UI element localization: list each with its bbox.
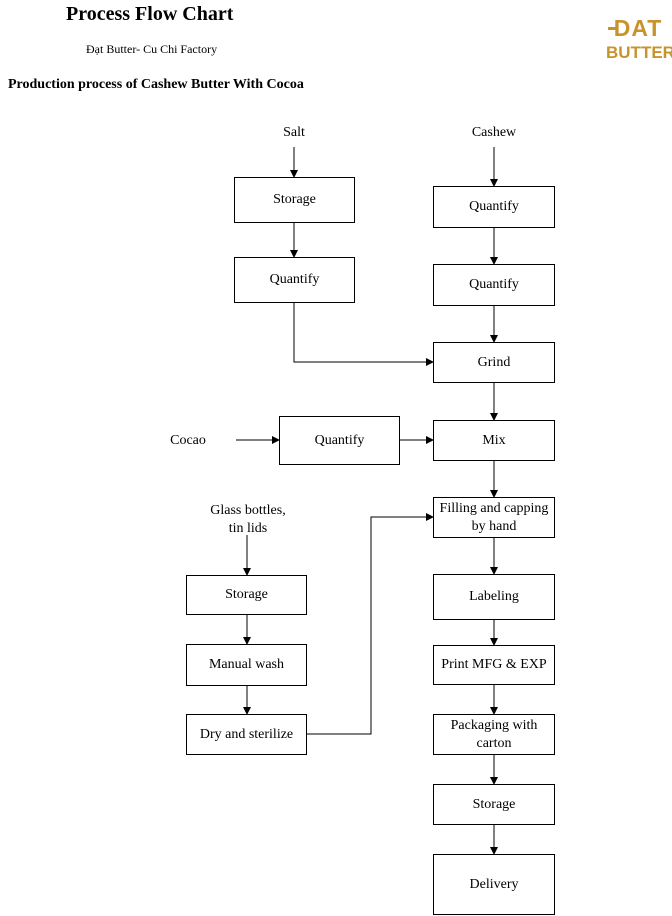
logo-line-1: DAT xyxy=(613,15,663,41)
step-bottle-storage: Storage xyxy=(186,575,307,615)
logo-accent-bar xyxy=(608,27,616,30)
factory-subtitle: Đạt Butter- Cu Chi Factory xyxy=(86,42,218,56)
step-mix: Mix xyxy=(433,420,555,461)
step-dry-sterilize: Dry and sterilize xyxy=(186,714,307,755)
process-heading: Production process of Cashew Butter With… xyxy=(8,77,304,92)
input-cocoa: Cocao xyxy=(170,433,206,448)
arrow-salt-quantify-to-grind xyxy=(293,302,434,366)
step-grind: Grind xyxy=(433,342,555,383)
arrow-dry-to-filling xyxy=(307,513,434,735)
filling-line-2: by hand xyxy=(471,518,517,534)
input-glass-line-1: Glass bottles, xyxy=(210,503,286,518)
step-cashew-quantify-1: Quantify xyxy=(433,186,555,228)
packaging-line-1: Packaging with xyxy=(450,717,538,733)
step-print-mfg-exp: Print MFG & EXP xyxy=(433,645,555,685)
input-cashew: Cashew xyxy=(471,125,517,140)
step-filling-capping: Filling and capping by hand xyxy=(433,497,555,538)
step-salt-storage: Storage xyxy=(234,177,355,223)
step-final-storage: Storage xyxy=(433,784,555,825)
step-labeling: Labeling xyxy=(433,574,555,620)
packaging-line-2: carton xyxy=(476,735,512,751)
input-glass-line-2: tin lids xyxy=(228,521,268,536)
input-salt: Salt xyxy=(283,125,305,140)
input-glass-bottles: Glass bottles, tin lids xyxy=(188,502,308,538)
step-salt-quantify: Quantify xyxy=(234,257,355,303)
filling-line-1: Filling and capping xyxy=(439,500,549,516)
step-manual-wash: Manual wash xyxy=(186,644,307,686)
logo-line-2: BUTTER xyxy=(606,43,672,62)
step-packaging-carton: Packaging with carton xyxy=(433,714,555,755)
step-cashew-quantify-2: Quantify xyxy=(433,264,555,306)
step-cocoa-quantify: Quantify xyxy=(279,416,400,465)
step-delivery: Delivery xyxy=(433,854,555,915)
page-title: Process Flow Chart xyxy=(66,3,234,25)
dat-butter-logo: DAT BUTTER xyxy=(606,15,672,67)
